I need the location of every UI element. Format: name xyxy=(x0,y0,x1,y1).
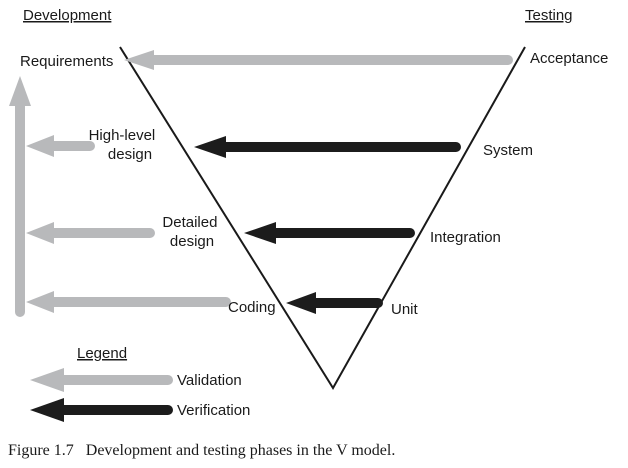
acceptance-label: Acceptance xyxy=(530,50,608,67)
arrow-vertical-to-requirements xyxy=(9,76,31,317)
arrow-coding-to-left xyxy=(26,291,231,313)
figure-caption: Figure 1.7 Development and testing phase… xyxy=(8,442,395,459)
legend-verification-arrow xyxy=(30,398,173,422)
system-label: System xyxy=(483,142,533,159)
v-shape xyxy=(119,46,526,390)
legend-validation-label: Validation xyxy=(177,372,242,389)
legend-title: Legend xyxy=(77,345,127,362)
verification-arrows xyxy=(194,136,461,314)
integration-label: Integration xyxy=(430,229,501,246)
arrow-system-to-high-level xyxy=(194,136,461,158)
arrow-detailed-to-left xyxy=(26,222,155,244)
high-level-design-line2: design xyxy=(108,146,152,163)
development-header: Development xyxy=(23,7,112,24)
requirements-label: Requirements xyxy=(20,53,113,70)
arrow-unit-to-coding xyxy=(286,292,383,314)
detailed-design-line2: design xyxy=(170,233,214,250)
legend-verification-label: Verification xyxy=(177,402,250,419)
high-level-design-line1: High-level xyxy=(89,127,156,144)
detailed-design-label: Detailed design xyxy=(162,214,221,250)
validation-arrows xyxy=(9,50,513,317)
arrow-high-level-to-left xyxy=(26,135,95,157)
arrow-integration-to-detailed xyxy=(244,222,415,244)
coding-label: Coding xyxy=(228,299,276,316)
legend-validation-arrow xyxy=(30,368,173,392)
high-level-design-label: High-level design xyxy=(89,127,160,163)
unit-label: Unit xyxy=(391,301,419,318)
arrow-acceptance-to-requirements xyxy=(124,50,513,70)
testing-header: Testing xyxy=(525,7,573,24)
detailed-design-line1: Detailed xyxy=(162,214,217,231)
